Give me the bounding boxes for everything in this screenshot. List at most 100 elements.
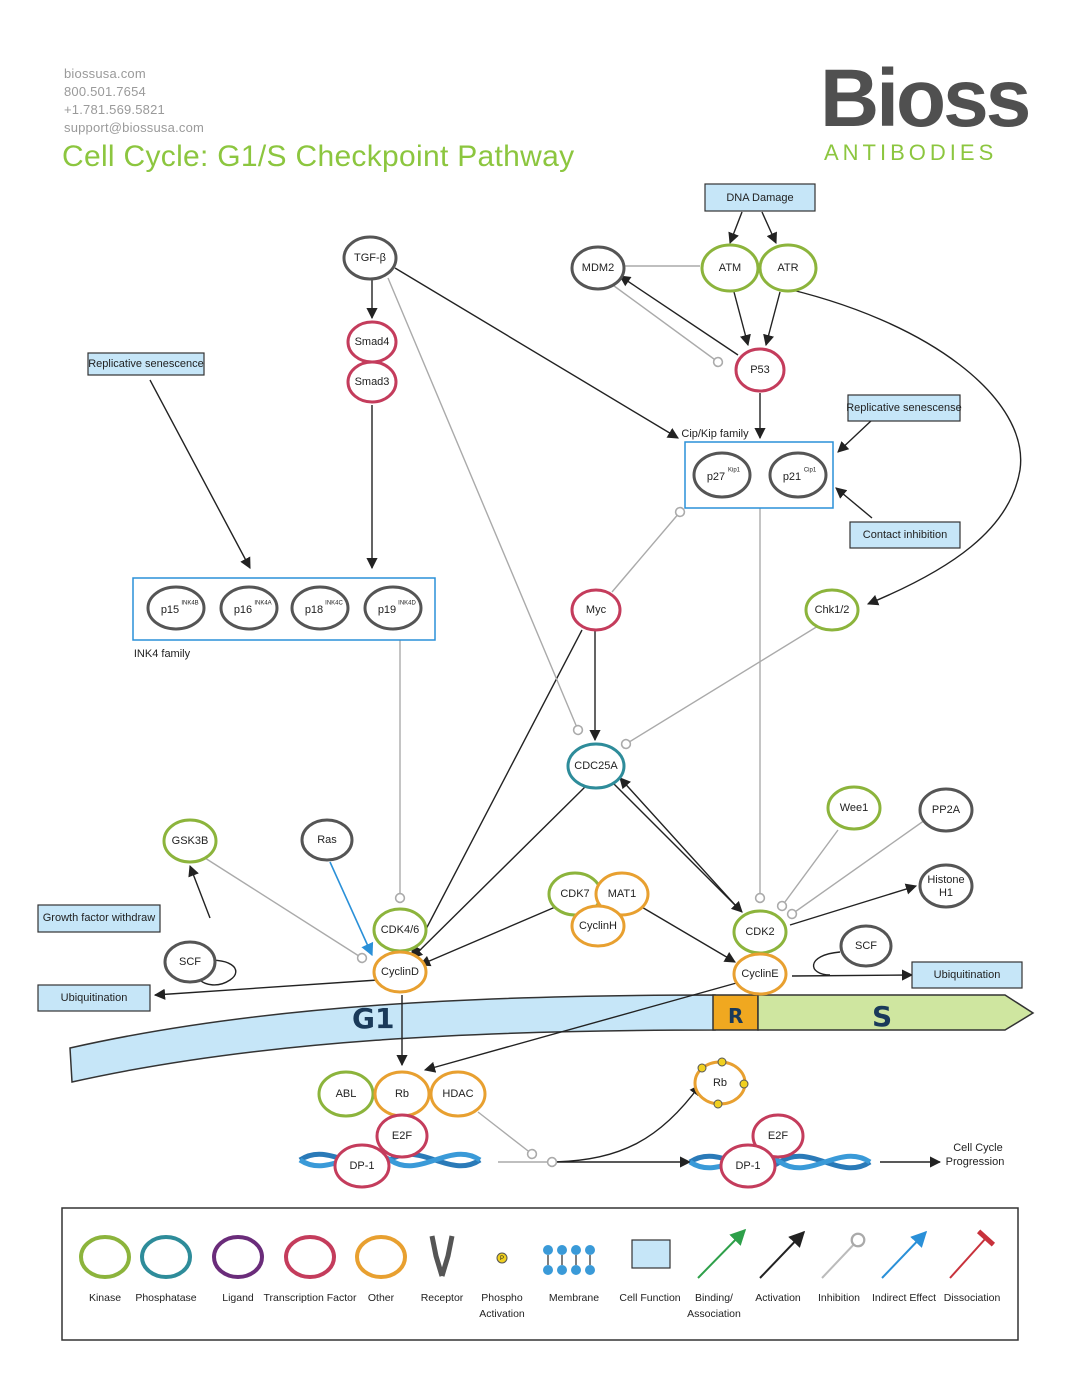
growth-factor-box[interactable] [37, 904, 161, 933]
node-smad3[interactable] [346, 360, 398, 404]
node-cyclinh[interactable] [570, 904, 626, 948]
node-atm[interactable] [700, 243, 760, 293]
legend-activation-label: Activation [755, 1292, 801, 1304]
node-scf-right[interactable] [839, 924, 893, 968]
node-p16-label: p16 [234, 604, 252, 616]
function-boxes: DNA Damage Replicative senescence Replic… [37, 183, 1023, 1012]
node-dp1[interactable] [333, 1143, 391, 1189]
node-histone[interactable] [918, 863, 974, 909]
edge-senescense-cipkip [837, 419, 873, 453]
node-p27[interactable] [692, 451, 752, 499]
edge-senescence-ink4 [149, 379, 251, 569]
node-ras[interactable] [300, 818, 354, 862]
legend-kinase-icon [79, 1235, 131, 1279]
phospho-dot [697, 1063, 707, 1073]
node-cyclind[interactable] [372, 950, 428, 994]
legend-binding-label-1: Binding/ [695, 1292, 733, 1304]
node-abl[interactable] [317, 1070, 375, 1118]
node-p19[interactable] [363, 585, 423, 631]
edge-cdc25a-cdk2 [611, 781, 743, 913]
node-p18-label: p18 [305, 604, 323, 616]
node-pp2a[interactable] [918, 787, 974, 833]
edge-scf-loop-right [812, 951, 841, 976]
node-myc-label: Myc [586, 604, 607, 616]
node-p27-label: p27 [707, 471, 725, 483]
contact-email[interactable]: support@biossusa.com [64, 120, 205, 135]
node-atr[interactable] [758, 243, 818, 293]
replicative-senescence-left-box[interactable] [87, 352, 205, 376]
ubiquitination-left-box[interactable] [37, 984, 151, 1012]
edge-atr-p53 [763, 291, 781, 347]
dna-left [298, 1151, 482, 1169]
node-cdc25a[interactable] [566, 742, 626, 790]
edge-pp2a-cdk2 [786, 819, 926, 920]
node-p21[interactable] [768, 451, 828, 499]
node-hdac[interactable] [429, 1070, 487, 1118]
node-e2f-free[interactable] [751, 1113, 805, 1159]
node-tgfb[interactable] [342, 235, 398, 281]
node-p15[interactable] [146, 585, 206, 631]
legend-indirect-icon [881, 1230, 928, 1279]
node-myc[interactable] [570, 588, 622, 632]
node-atm-label: ATM [719, 262, 741, 274]
growth-factor-label: Growth factor withdraw [43, 912, 156, 924]
node-wee1[interactable] [826, 785, 882, 831]
node-p19-sup: INK4D [398, 601, 416, 607]
node-p27-sup: Kip1 [728, 468, 741, 474]
node-p16[interactable] [219, 585, 279, 631]
node-scf-left[interactable] [163, 940, 217, 984]
dna-right [688, 1153, 872, 1171]
edge-tgfb-cdc25a [387, 277, 584, 736]
ubiquitination-right-box[interactable] [911, 961, 1023, 989]
node-chk-label: Chk1/2 [815, 604, 850, 616]
edge-ras-cyclind [329, 861, 374, 957]
ink4-label: INK4 family [134, 648, 191, 660]
legend-box [61, 1207, 1019, 1341]
edge-atm-p53 [733, 291, 751, 347]
node-wee1-label: Wee1 [840, 802, 869, 814]
node-p18[interactable] [290, 585, 350, 631]
node-cdc25a-label: CDC25A [574, 760, 618, 772]
legend-tf-icon [284, 1235, 336, 1279]
node-cdk2-label: CDK2 [745, 926, 774, 938]
replicative-senescense-right-label: Replicative senescense [846, 402, 962, 414]
edge-myc-cyclind [411, 629, 583, 957]
contact-inhibition-box[interactable] [849, 521, 961, 549]
node-p15-label: p15 [161, 604, 179, 616]
phase-s-label: S [872, 1000, 892, 1033]
cell-cycle-progression-2: Progression [946, 1156, 1005, 1168]
legend-phosphatase-label: Phosphatase [135, 1292, 196, 1304]
dna-damage-box[interactable] [704, 183, 816, 212]
cipkip-label: Cip/Kip family [681, 428, 749, 440]
replicative-senescense-right-box[interactable] [847, 394, 961, 422]
node-p53[interactable] [734, 347, 786, 393]
node-rb-label: Rb [395, 1088, 409, 1100]
replicative-senescence-left-label: Replicative senescence [88, 358, 204, 370]
contact-phone: 800.501.7654 [64, 84, 146, 99]
legend-phospho-symbol: P [500, 1256, 504, 1262]
node-scf-right-label: SCF [855, 940, 877, 952]
edge-cdk2-histone [789, 883, 918, 926]
node-mdm2[interactable] [570, 245, 626, 291]
bioss-logo: Bioss ANTIBODIES [820, 58, 1031, 168]
node-dp1-free[interactable] [719, 1143, 777, 1189]
phase-g1-label: G1 [352, 1002, 394, 1035]
node-p15-sup: INK4B [181, 601, 198, 607]
node-cycline[interactable] [732, 952, 788, 996]
contact-phone-intl: +1.781.569.5821 [64, 102, 165, 117]
node-cdk46-label: CDK4/6 [381, 924, 420, 936]
node-gsk3b[interactable] [162, 818, 218, 864]
node-mat1[interactable] [594, 871, 650, 917]
node-chk[interactable] [804, 588, 860, 632]
page-title: Cell Cycle: G1/S Checkpoint Pathway [62, 140, 575, 173]
node-p21-sup: Cip1 [804, 468, 817, 474]
edge-p53-mdm2 [619, 275, 739, 356]
dna-damage-label: DNA Damage [726, 192, 793, 204]
node-abl-label: ABL [336, 1088, 357, 1100]
node-ras-label: Ras [317, 834, 337, 846]
contact-website[interactable]: biossusa.com [64, 66, 146, 81]
node-atr-label: ATR [777, 262, 798, 274]
node-e2f[interactable] [375, 1113, 429, 1159]
